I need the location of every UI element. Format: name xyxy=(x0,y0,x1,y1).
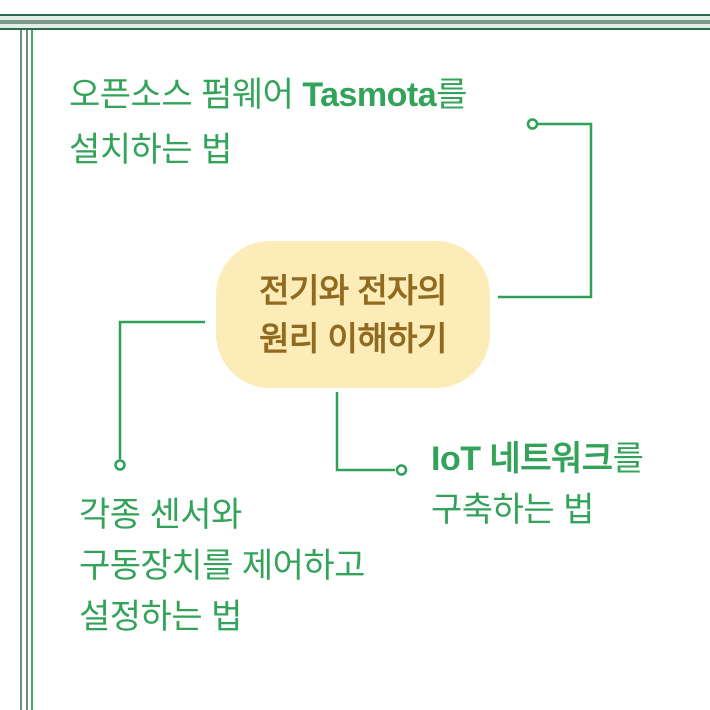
connector-tasmota-endpoint-dot xyxy=(526,118,539,130)
topic-sensors-line1: 각종 센서와 xyxy=(79,496,242,534)
connector-iot-endpoint-dot xyxy=(395,464,408,476)
topic-sensors-line2: 구동장치를 제어하고 xyxy=(79,547,365,585)
topic-iot-line1: IoT 네트워크를 xyxy=(431,434,644,485)
topic-tasmota-prefix: 오픈소스 펌웨어 xyxy=(69,76,303,114)
top-border-decoration xyxy=(0,14,710,30)
connector-iot-line xyxy=(335,392,395,472)
topic-sensors: 각종 센서와 구동장치를 제어하고 설정하는 법 xyxy=(79,490,365,643)
topic-tasmota-suffix: 를 xyxy=(436,76,467,114)
center-bubble: 전기와 전자의 원리 이해하기 xyxy=(216,241,490,388)
center-bubble-line1: 전기와 전자의 xyxy=(259,271,447,309)
topic-iot: IoT 네트워크를 구축하는 법 xyxy=(431,434,644,536)
topic-tasmota-highlight: Tasmota xyxy=(302,76,437,114)
topic-tasmota: 오픈소스 펌웨어 Tasmota를 설치하는 법 xyxy=(69,68,467,178)
topic-sensors-line3: 설정하는 법 xyxy=(79,598,242,636)
topic-iot-highlight: IoT 네트워크 xyxy=(431,440,613,478)
topic-tasmota-line2: 설치하는 법 xyxy=(69,131,232,169)
connector-sensors-line xyxy=(118,320,205,459)
topic-tasmota-line1: 오픈소스 펌웨어 Tasmota를 xyxy=(69,68,467,123)
topic-iot-line2: 구축하는 법 xyxy=(431,491,594,529)
connector-tasmota-line xyxy=(498,122,593,299)
topic-iot-suffix: 를 xyxy=(612,440,644,478)
left-border-decoration xyxy=(20,30,34,710)
connector-sensors-endpoint-dot xyxy=(114,459,126,471)
center-bubble-line2: 원리 이해하기 xyxy=(259,319,447,357)
